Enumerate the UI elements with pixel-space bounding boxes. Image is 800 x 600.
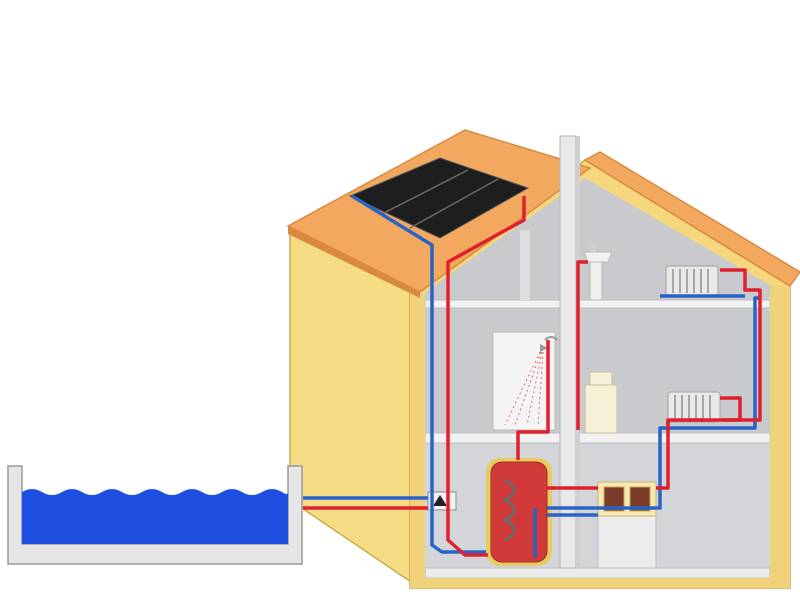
base-strip [410,578,790,588]
left-inner-wall [410,292,425,588]
boiler-icon [598,482,656,568]
right-inner-wall [770,285,790,588]
radiator-icon [666,266,718,296]
middle-floor-slab [425,433,770,443]
hot-water-tank-icon [486,458,552,566]
ground-floor-slab [425,568,770,578]
partition-upper [520,230,530,300]
swimming-pool-icon [8,466,302,564]
radiator-icon [668,392,720,422]
washbasin-icon [585,372,617,433]
upper-floor-slab [425,300,770,308]
